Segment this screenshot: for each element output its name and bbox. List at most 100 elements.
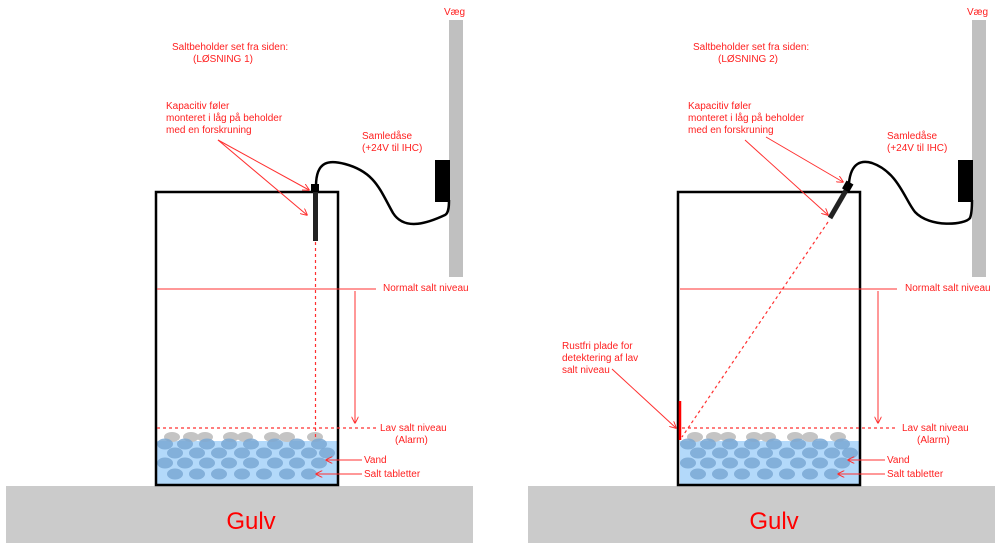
- salt-tablet: [221, 438, 237, 450]
- junction-label: Samledåse: [887, 130, 937, 142]
- panel-solution-1: Gulv Væg Saltbeholder set fra siden: (LØ…: [6, 7, 473, 543]
- salt-tablet: [824, 447, 840, 459]
- sensor-cable: [847, 160, 974, 225]
- salt-tablet: [824, 468, 840, 480]
- capacitive-sensor: [827, 185, 851, 220]
- salt-tablet: [301, 447, 317, 459]
- normal-level-label: Normalt salt niveau: [383, 283, 469, 294]
- salt-tablet: [243, 438, 259, 450]
- svg-text:monteret i låg på beholder: monteret i låg på beholder: [166, 112, 283, 124]
- salt-tablets: [157, 432, 335, 480]
- salt-tablet: [812, 457, 828, 469]
- salt-tablet: [157, 457, 173, 469]
- salt-tablet: [712, 468, 728, 480]
- salt-tablet: [834, 457, 850, 469]
- normal-level-label: Normalt salt niveau: [905, 283, 991, 294]
- salt-tablet: [700, 438, 716, 450]
- salt-tablet: [734, 447, 750, 459]
- salt-tablet: [842, 447, 858, 459]
- salt-tablet: [256, 468, 272, 480]
- salt-tablet: [766, 438, 782, 450]
- sensor-annotation: Kapacitiv føler monteret i låg på behold…: [166, 101, 309, 215]
- salt-tablet: [700, 457, 716, 469]
- wall: [972, 20, 986, 277]
- salt-tablet: [289, 438, 305, 450]
- salt-tablet: [757, 468, 773, 480]
- salt-tablet: [167, 468, 183, 480]
- salt-tablet: [311, 457, 327, 469]
- salt-tablet: [744, 457, 760, 469]
- water-and-tablets: [680, 432, 859, 485]
- panel-solution-2: Gulv Væg Saltbeholder set fra siden: (LØ…: [528, 7, 995, 543]
- salt-tablet: [279, 468, 295, 480]
- wall-label: Væg: [967, 7, 988, 18]
- salt-tablet: [243, 457, 259, 469]
- low-level-label: Lav salt niveau: [902, 423, 969, 434]
- svg-text:(Alarm): (Alarm): [917, 435, 950, 446]
- floor: [528, 486, 995, 543]
- svg-text:detektering af lav: detektering af lav: [562, 353, 638, 364]
- junction-label: Samledåse: [362, 130, 412, 142]
- container: [154, 190, 340, 487]
- svg-text:Kapacitiv føler: Kapacitiv føler: [166, 101, 230, 112]
- panel-subtitle: (LØSNING 2): [718, 54, 778, 65]
- salt-tablet: [289, 457, 305, 469]
- salt-tablet: [790, 438, 806, 450]
- salt-tablet: [722, 457, 738, 469]
- salt-tablet: [802, 447, 818, 459]
- salt-tablet: [311, 438, 327, 450]
- svg-text:(+24V til IHC): (+24V til IHC): [887, 143, 947, 154]
- salt-tablet: [177, 438, 193, 450]
- salt-tablet: [267, 438, 283, 450]
- salt-tablet: [779, 447, 795, 459]
- salt-tablet: [802, 468, 818, 480]
- junction-box: [958, 160, 973, 202]
- sensor-cable: [314, 160, 451, 226]
- svg-text:salt niveau: salt niveau: [562, 365, 610, 376]
- svg-text:(+24V til IHC): (+24V til IHC): [362, 143, 422, 154]
- dry-salt-tablet: [802, 432, 818, 442]
- tablets-label: Salt tabletter: [364, 469, 421, 480]
- salt-tablet: [712, 447, 728, 459]
- capacitive-sensor: [313, 192, 318, 241]
- salt-tablet: [189, 468, 205, 480]
- salt-tablet: [834, 438, 850, 450]
- salt-tablet: [211, 468, 227, 480]
- water-label: Vand: [364, 455, 387, 466]
- salt-tablet: [211, 447, 227, 459]
- svg-text:monteret i låg på beholder: monteret i låg på beholder: [688, 112, 805, 124]
- salt-tablet: [189, 447, 205, 459]
- salt-tablet: [301, 468, 317, 480]
- salt-tablet: [167, 447, 183, 459]
- floor-label: Gulv: [749, 508, 798, 535]
- salt-tablets: [680, 432, 858, 480]
- salt-tablet: [722, 438, 738, 450]
- salt-tablet: [256, 447, 272, 459]
- salt-tablet: [766, 457, 782, 469]
- junction-box: [435, 160, 450, 202]
- salt-tablet: [744, 438, 760, 450]
- water-and-tablets: [157, 432, 337, 485]
- salt-tablet: [812, 438, 828, 450]
- salt-tablet: [199, 438, 215, 450]
- svg-text:Rustfri plade for: Rustfri plade for: [562, 341, 633, 352]
- salt-tablet: [279, 447, 295, 459]
- low-level-label: Lav salt niveau: [380, 423, 447, 434]
- dry-salt-tablet: [279, 432, 295, 442]
- tablets-label: Salt tabletter: [887, 469, 944, 480]
- sensor-gland: [842, 180, 854, 193]
- salt-tablet: [690, 468, 706, 480]
- plate-annotation: Rustfri plade for detektering af lav sal…: [562, 341, 676, 428]
- floor-label: Gulv: [226, 508, 275, 535]
- salt-tablet: [779, 468, 795, 480]
- floor: [6, 486, 473, 543]
- salt-tablet: [221, 457, 237, 469]
- sensor-detection-line: [681, 221, 829, 438]
- salt-tablet: [680, 438, 696, 450]
- panel-subtitle: (LØSNING 1): [193, 54, 253, 65]
- salt-tablet: [177, 457, 193, 469]
- water-label: Vand: [887, 455, 910, 466]
- salt-tablet: [757, 447, 773, 459]
- sensor-annotation: Kapacitiv føler monteret i låg på behold…: [688, 101, 843, 215]
- svg-text:med en forskruning: med en forskruning: [688, 125, 774, 136]
